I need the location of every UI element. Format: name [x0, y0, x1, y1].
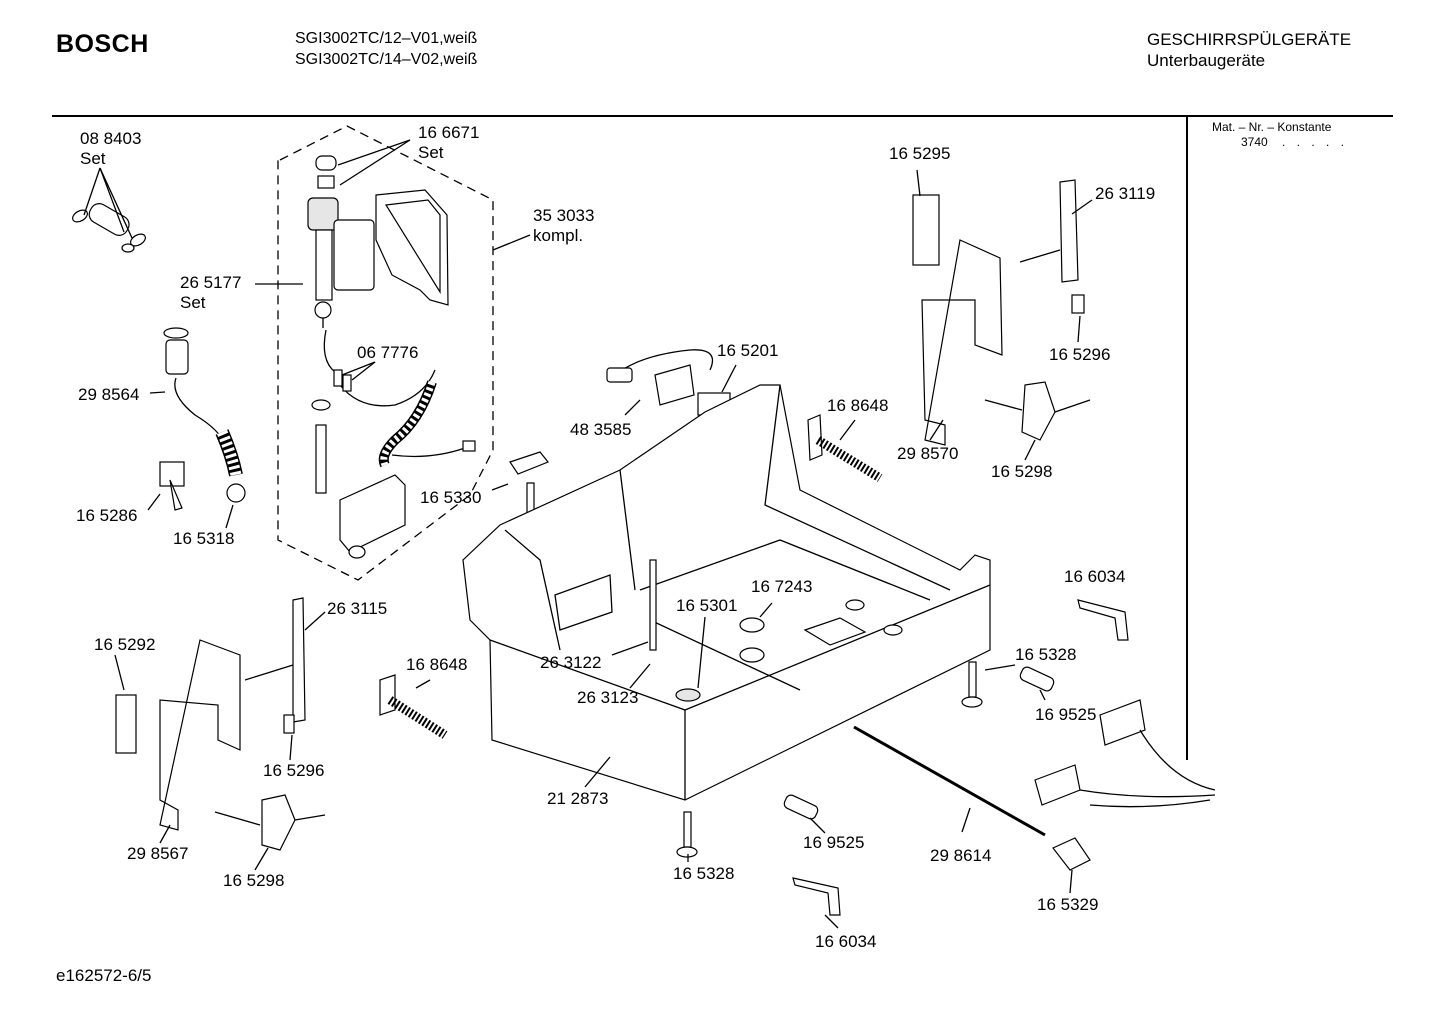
part-label: 16 8648: [827, 396, 889, 415]
part-label: 16 6034: [1064, 567, 1126, 586]
part-label: 16 5328: [1015, 645, 1077, 664]
category-title: GESCHIRRSPÜLGERÄTE: [1147, 30, 1352, 49]
part-label: 26 3119: [1095, 184, 1156, 203]
end-cap: [1052, 837, 1091, 871]
part-label: 26 3123: [577, 688, 639, 707]
part-label: 16 5296: [1049, 345, 1111, 364]
part-label: 16 5298: [991, 462, 1053, 481]
part-label: 16 5328: [673, 864, 735, 883]
model-line-2: SGI3002TC/14–V02,weiß: [295, 51, 478, 68]
part-label: 21 2873: [547, 789, 609, 808]
material-constant-title: Mat. – Nr. – Konstante: [1212, 120, 1332, 134]
part-label: 48 3585: [570, 420, 632, 439]
door-motor-left: [214, 794, 326, 851]
part-label: 16 5295: [889, 144, 951, 163]
part-label: 16 5329: [1037, 895, 1099, 914]
part-label: 16 5318: [173, 529, 235, 548]
part-label: 29 8614: [930, 846, 992, 865]
drawing-code: e162572-6/5: [56, 966, 152, 985]
part-label: 29 8564: [78, 385, 140, 404]
right-brackets: [912, 179, 1085, 446]
part-label: 26 3122: [540, 653, 602, 672]
hose-with-clamps: [72, 203, 146, 253]
spring-left: [379, 674, 448, 739]
foot-right: [961, 661, 983, 708]
rail-top-right: [1077, 599, 1129, 641]
left-brackets: [115, 597, 306, 831]
part-label: 06 7776: [357, 343, 419, 362]
part-label: 29 8567: [127, 844, 189, 863]
part-label: 16 9525: [803, 833, 865, 852]
leader-lines: [83, 139, 1093, 929]
part-label: 16 5286: [76, 506, 138, 525]
part-label: 16 5330: [420, 488, 482, 507]
base-tub: [462, 384, 991, 801]
part-label: 16 5292: [94, 635, 156, 654]
material-constant-dots: . . . . .: [1282, 135, 1349, 149]
hose-clip: [159, 461, 185, 511]
sump-parts: [649, 559, 903, 702]
part-label: 16 7243: [751, 577, 813, 596]
rod: [853, 725, 1046, 837]
cable-harness-top: [606, 349, 731, 416]
brand-logo: BOSCH: [56, 30, 149, 58]
spring-right: [807, 414, 883, 482]
circulation-pump: [307, 155, 449, 328]
part-label: 16 8648: [406, 655, 468, 674]
category-subtitle: Unterbaugeräte: [1147, 51, 1266, 70]
rail-bottom: [792, 877, 841, 916]
part-label: 26 3115: [327, 599, 388, 618]
model-line-1: SGI3002TC/12–V01,weiß: [295, 30, 478, 47]
pump-assembly-boundary: [277, 125, 494, 581]
door-motor-right: [984, 381, 1091, 441]
part-label: 16 5296: [263, 761, 325, 780]
screw-right: [1019, 666, 1055, 692]
material-constant-value: 3740: [1241, 135, 1268, 149]
part-label: 16 5201: [717, 341, 779, 360]
left-drain-hose: [163, 327, 246, 503]
sensor-wires: [323, 329, 436, 407]
foot-bottom: [676, 811, 698, 858]
guide-rod: [311, 399, 331, 494]
part-label: 29 8570: [897, 444, 959, 463]
wiring-harness: [1034, 699, 1216, 808]
heater-module: [339, 474, 406, 559]
part-label: 16 5298: [223, 871, 285, 890]
part-label: 16 9525: [1035, 705, 1097, 724]
part-label: 16 5301: [676, 596, 738, 615]
drain-hose: [378, 380, 476, 468]
screw-bottom: [783, 794, 819, 820]
part-label: 16 6034: [815, 932, 877, 951]
